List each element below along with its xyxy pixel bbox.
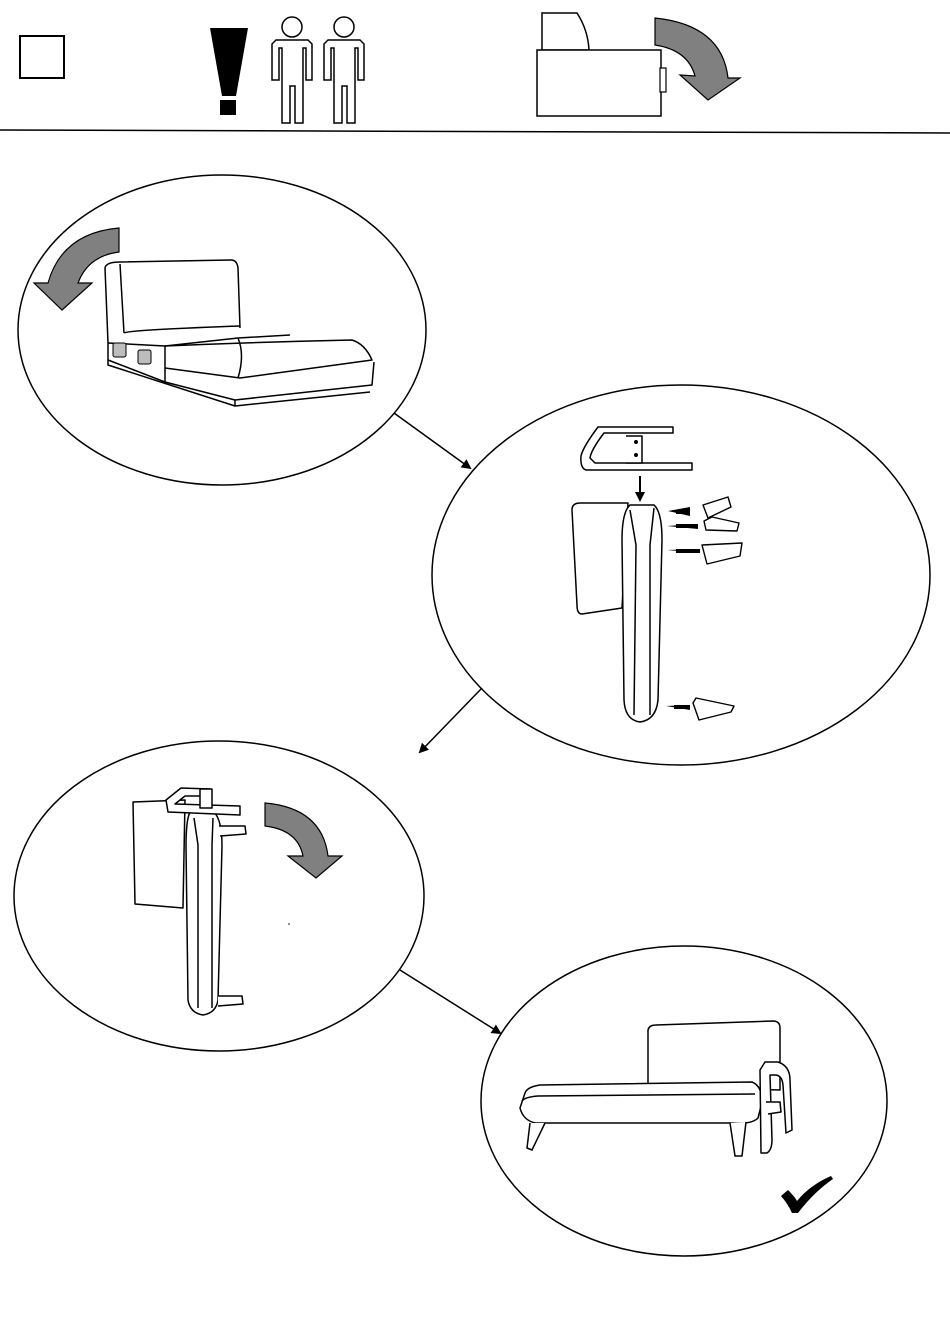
armrest-frame-icon: [581, 427, 692, 470]
rotate-arrow-icon: [265, 803, 342, 878]
flow-arrow: [420, 688, 482, 752]
step-2-attach-armrest-and-legs: [432, 385, 930, 765]
completed-sofa-icon: [520, 1021, 792, 1156]
two-persons-icon: [272, 17, 364, 123]
warning-exclamation-icon: [210, 28, 248, 115]
person-icon: [272, 17, 312, 123]
step-number: [22, 30, 62, 70]
flow-arrow: [400, 970, 500, 1033]
checkmark-icon: [781, 1176, 833, 1213]
flip-box-icon: [537, 13, 740, 116]
rotate-arrow-icon: [655, 18, 740, 100]
flow-arrow: [394, 413, 470, 468]
step-4-completed-chaise: [481, 946, 887, 1256]
step-ellipse: [18, 175, 426, 485]
header-divider: [0, 130, 950, 133]
step-1-flip-seat-module: [18, 175, 426, 485]
insert-arrow-icon: [666, 507, 700, 710]
armrest-frame-icon: [166, 788, 240, 815]
header: [0, 13, 950, 133]
chaise-module-icon: [105, 260, 374, 406]
fitting-plate-icon: [113, 343, 151, 364]
person-icon: [324, 17, 364, 123]
sofa-module-upright: [572, 503, 662, 722]
step-3-flip-back-upright: [14, 741, 424, 1051]
leg-icon: [693, 497, 742, 720]
sofa-module-upright: [133, 800, 246, 1015]
